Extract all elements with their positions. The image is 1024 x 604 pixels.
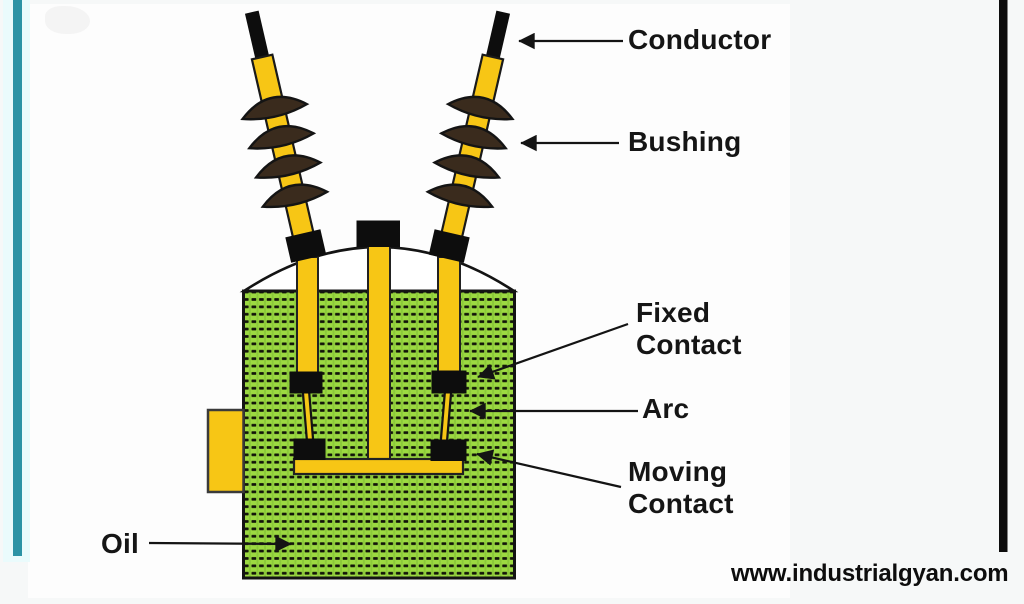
left-bushing-column-inner xyxy=(296,256,319,378)
right-bushing-column-inner xyxy=(437,256,461,378)
left-bushing-shed-3 xyxy=(253,154,323,179)
fixed-contact-leader-arrow xyxy=(477,322,629,380)
label-oil: Oil xyxy=(101,528,139,559)
right-accent-bar xyxy=(999,0,1008,552)
watermark-text: www.industrialgyan.com xyxy=(731,560,1009,587)
right-bushing-shed-2 xyxy=(438,124,508,150)
left-arc-rod xyxy=(303,385,313,447)
right-bushing xyxy=(425,10,515,263)
right-moving-contact xyxy=(430,439,467,461)
oil-leader-arrow xyxy=(148,535,292,553)
moving-contact-leader-arrow xyxy=(476,449,622,489)
label-arc: Arc xyxy=(642,393,690,424)
center-operating-rod xyxy=(367,245,391,463)
left-bushing xyxy=(240,10,330,263)
right-bushing-clamp xyxy=(428,229,470,263)
left-bushing-shed-4 xyxy=(260,183,330,209)
background-smudge xyxy=(45,6,90,34)
right-bushing-shed-1 xyxy=(445,95,515,121)
tank-side-handle xyxy=(206,408,245,494)
left-fixed-contact xyxy=(289,371,323,394)
left-bushing-shed-2 xyxy=(247,124,317,150)
left-bushing-shed-1 xyxy=(240,95,310,121)
moving-contact-bridge xyxy=(292,457,465,476)
label-moving-contact: Moving Contact xyxy=(628,456,734,520)
left-accent-bar xyxy=(13,0,22,556)
left-conductor xyxy=(244,10,271,65)
right-bushing-shed-3 xyxy=(432,154,502,179)
label-conductor: Conductor xyxy=(628,24,772,55)
left-moving-contact xyxy=(293,438,326,460)
right-arc-rod xyxy=(441,385,451,447)
label-fixed-contact: Fixed Contact xyxy=(636,297,742,361)
dome-top-cap xyxy=(356,220,400,247)
right-conductor xyxy=(484,10,511,65)
left-bushing-column xyxy=(250,53,319,256)
right-bushing-column xyxy=(436,53,505,256)
right-fixed-contact xyxy=(431,370,467,394)
left-bushing-clamp xyxy=(285,229,327,263)
label-bushing: Bushing xyxy=(628,126,742,157)
right-bushing-shed-4 xyxy=(425,183,495,209)
